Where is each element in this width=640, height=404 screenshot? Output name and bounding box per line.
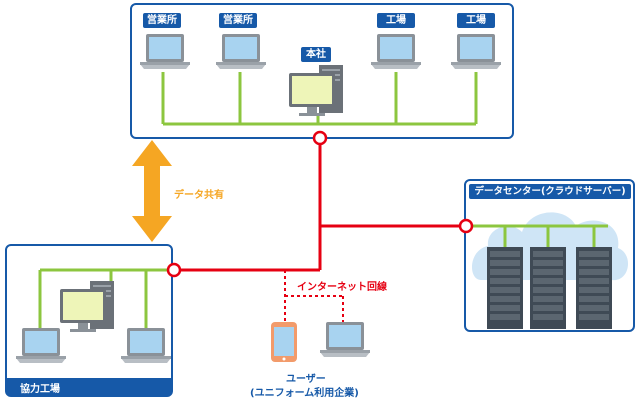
partner-factory-label-bar [7, 378, 171, 395]
user-label-detail: (ユニフォーム利用企業) [250, 388, 359, 399]
laptop-icon [451, 34, 501, 69]
internet-dotted-lines [284, 270, 344, 322]
laptop-icon [140, 34, 190, 69]
hq-lan-lines [161, 72, 478, 126]
factory-label: 工場 [377, 13, 415, 28]
hq-connection-node [312, 130, 328, 146]
factory-connection-node [166, 262, 182, 278]
branch-office-label: 営業所 [219, 13, 257, 28]
dc-lan-lines [466, 224, 608, 248]
internet-line-label: インターネット回線 [297, 282, 387, 293]
data-sharing-arrow-icon [132, 140, 172, 242]
data-center-label: データセンター(クラウドサーバー) [469, 184, 631, 199]
laptop-icon [216, 34, 266, 69]
laptop-icon [16, 328, 66, 363]
branch-office-label: 営業所 [143, 13, 181, 28]
server-rack-icon [487, 247, 523, 329]
factory-label: 工場 [457, 13, 495, 28]
wan-lines [174, 138, 466, 272]
laptop-icon [121, 328, 171, 363]
user-label: ユーザー [286, 374, 326, 385]
laptop-icon [320, 322, 370, 357]
head-office-label: 本社 [301, 47, 331, 62]
laptop-icon [371, 34, 421, 69]
smartphone-icon [271, 322, 297, 362]
data-sharing-label: データ共有 [174, 190, 224, 201]
server-rack-icon [576, 247, 612, 329]
server-rack-icon [530, 247, 566, 329]
datacenter-connection-node [458, 218, 474, 234]
partner-factory-label: 協力工場 [20, 384, 60, 395]
